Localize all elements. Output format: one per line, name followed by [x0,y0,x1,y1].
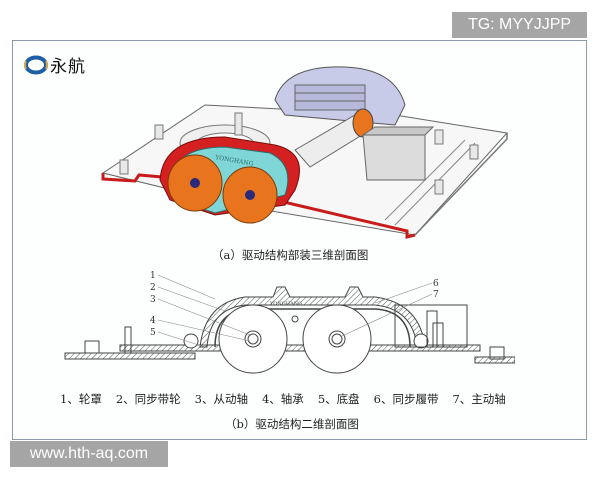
belt-brand-text-2d: YONGHANG [269,301,302,307]
parts-legend: 1、轮罩 2、同步带轮 3、从动轴 4、轴承 5、底盘 6、同步履带 7、主动轴 [60,391,506,407]
logo-text: 永航 [50,57,86,77]
callout-5: 5 [150,328,156,338]
legend-item: 1、轮罩 [60,392,102,406]
callout-6: 6 [433,279,439,289]
figure-b-caption: （b）驱动结构二维剖面图 [225,417,359,431]
figure-a-caption: （a）驱动结构部装三维剖面图 [212,248,369,262]
company-logo: 永航 [24,52,86,77]
ring-logo-icon [24,55,48,74]
callout-4: 4 [150,316,156,326]
figure-a-3d-drawing: YONGHANG [101,66,508,239]
watermark-bottom-left: www.hth-aq.com [10,441,168,467]
legend-item: 2、同步带轮 [115,392,181,406]
legend-item: 5、底盘 [317,392,360,406]
callout-3: 3 [150,295,156,305]
legend-item: 4、轴承 [261,392,304,406]
callout-2: 2 [150,283,156,293]
legend-item: 6、同步履带 [373,392,439,406]
legend-item: 7、主动轴 [452,392,506,406]
watermark-top-right: TG: MYYJJPP [452,12,587,38]
callout-1: 1 [150,271,156,281]
figure-b-2d-drawing: YONGHANG 1 2 3 4 5 6 7 [64,271,515,374]
callout-7: 7 [433,290,439,300]
legend-item: 3、从动轴 [194,392,248,406]
